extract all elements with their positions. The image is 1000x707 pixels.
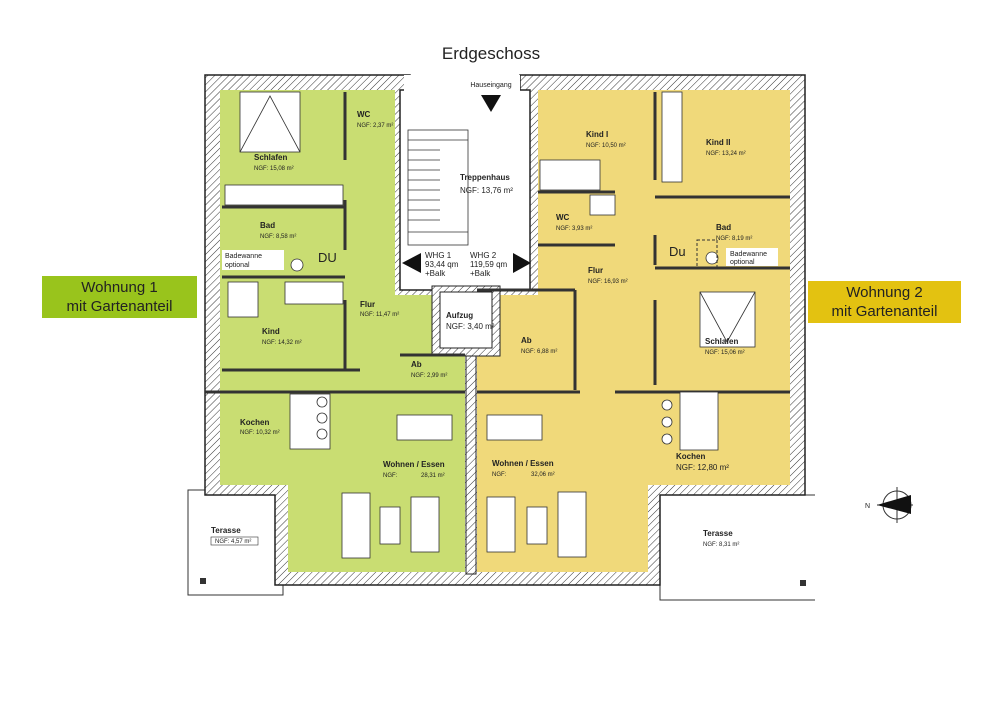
room-area: NGF: 13,76 m² — [460, 186, 513, 195]
room-area: NGF: 3,93 m² — [556, 226, 592, 232]
room-area: NGF: 2,37 m² — [357, 123, 393, 129]
room-area: NGF: 4,57 m² — [215, 539, 251, 545]
unit2-name: Wohnung 2 — [846, 284, 923, 301]
unit1-label: Wohnung 1 mit Gartenanteil — [42, 276, 197, 318]
room-area: NGF: 13,24 m² — [706, 151, 746, 157]
room-name: Flur — [588, 266, 603, 275]
room-name: Kind II — [706, 138, 730, 147]
unit1-subtitle: mit Gartenanteil — [66, 298, 173, 315]
floor-title: Erdgeschoss — [441, 44, 541, 63]
whg2-area: 119,59 qm — [470, 260, 508, 269]
room-name: WC — [357, 110, 371, 119]
entrance-label: Hauseingang — [470, 82, 511, 89]
room-name: Ab — [411, 360, 422, 369]
unit2-label: Wohnung 2 mit Gartenanteil — [808, 281, 961, 323]
room-name: Terasse — [211, 526, 241, 535]
room-name: Wohnen / Essen — [492, 459, 554, 468]
room-name: Ab — [521, 336, 532, 345]
room-area: NGF: 12,80 m² — [676, 463, 729, 472]
room-area: NGF: 16,93 m² — [588, 279, 628, 285]
unit2-subtitle: mit Gartenanteil — [831, 303, 938, 320]
shower-label: Du — [669, 244, 686, 259]
room-name: Aufzug — [446, 311, 473, 320]
unit1-name: Wohnung 1 — [81, 279, 158, 296]
room-area: NGF: 10,32 m² — [240, 430, 280, 436]
bathtub-note: Badewanne — [225, 253, 262, 260]
room-area: NGF: 3,40 m² — [446, 322, 495, 331]
room-name: Schlafen — [254, 153, 287, 162]
whg2-arrow-icon — [513, 253, 531, 273]
bathtub-note: optional — [730, 259, 755, 266]
furniture — [224, 91, 756, 559]
shower-label: DU — [318, 250, 337, 265]
compass-icon: N — [865, 487, 913, 523]
whg1-area: 93,44 qm — [425, 260, 459, 269]
room-name: Kochen — [676, 452, 705, 461]
bathtub-note: Badewanne — [730, 251, 767, 258]
stairwell-floor — [404, 92, 526, 282]
room-name: Kind I — [586, 130, 608, 139]
room-area: NGF: 15,06 m² — [705, 350, 745, 356]
unit1-floor — [220, 90, 465, 572]
room-area: NGF: 15,08 m² — [254, 166, 294, 172]
room-name: Bad — [260, 221, 275, 230]
room-name: Wohnen / Essen — [383, 460, 445, 469]
whg1-arrow-icon — [402, 253, 421, 273]
entrance-arrow-icon — [481, 95, 501, 112]
room-name: Kind — [262, 327, 280, 336]
room-area: NGF: 14,32 m² — [262, 340, 302, 346]
room-area: 28,31 m² — [421, 473, 445, 479]
bathtub-note: optional — [225, 262, 250, 269]
room-area: 32,06 m² — [531, 472, 555, 478]
unit2-floor — [477, 90, 790, 572]
whg1-name: WHG 1 — [425, 251, 452, 260]
interior-walls — [205, 92, 790, 394]
room-area: NGF: 2,99 m² — [411, 373, 447, 379]
room-name: Schlafen — [705, 337, 738, 346]
room-area: NGF: 11,47 m² — [360, 312, 399, 318]
room-name: Terasse — [703, 529, 733, 538]
staircase — [407, 129, 469, 246]
room-name: Kochen — [240, 418, 269, 427]
whg2-name: WHG 2 — [470, 251, 497, 260]
room-area: NGF: 8,19 m² — [716, 236, 752, 242]
compass-north-label: N — [865, 503, 870, 510]
whg1-extra: +Balk — [425, 269, 446, 278]
room-area: NGF: 6,88 m² — [521, 349, 557, 355]
room-area: NGF: 8,31 m² — [703, 542, 739, 548]
room-area: NGF: 8,58 m² — [260, 234, 296, 240]
room-area: NGF: 10,50 m² — [586, 143, 626, 149]
room-area-label: NGF: — [492, 472, 507, 478]
room-name: WC — [556, 213, 570, 222]
whg2-extra: +Balk — [470, 269, 491, 278]
room-name: Bad — [716, 223, 731, 232]
room-area-label: NGF: — [383, 473, 398, 479]
room-name: Treppenhaus — [460, 173, 510, 182]
room-name: Flur — [360, 300, 375, 309]
